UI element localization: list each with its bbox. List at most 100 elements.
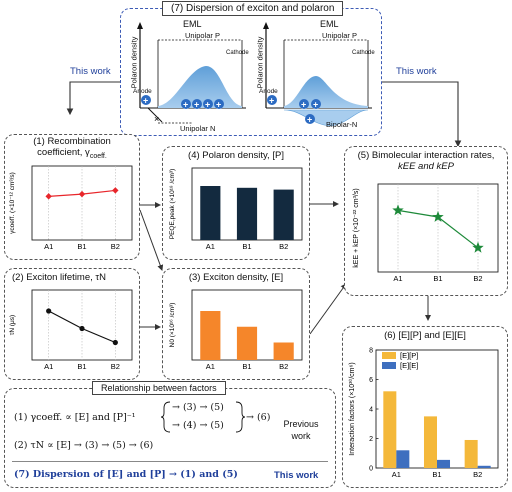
y-axis-label: kEE + kEP (×10⁻²² cm³/s) — [353, 188, 360, 267]
this-work-left-label: This work — [70, 66, 111, 77]
x-tick-label-b1: B1 — [242, 242, 251, 251]
relationship-row-2: (2) τN ∝ [E] → (3) → (5) → (6) — [14, 440, 154, 451]
bar-ep-b1 — [423, 416, 437, 468]
dispersion-panel-title: (7) Dispersion of exciton and polaron — [162, 1, 344, 16]
relationship-panel — [4, 388, 336, 488]
bimolecular-panel-title: (5) Bimolecular interaction rates, kEE a… — [357, 150, 495, 172]
bar-ep-b2 — [464, 439, 478, 468]
point-b2 — [112, 187, 119, 194]
this-work-bottom-label: This work — [274, 470, 319, 481]
y-tick-label: 6 — [369, 377, 373, 384]
left-cathode-label: Cathode — [226, 50, 249, 56]
y-axis-label: PEQE,peak (×10¹⁸ /cm³) — [169, 169, 176, 239]
right-eml-label: EML — [320, 19, 339, 29]
bar-b1 — [236, 187, 258, 240]
x-tick-label-a1: A1 — [44, 242, 53, 251]
right-cathode-label: Cathode — [352, 50, 375, 56]
recombination-chart: A1 B1 B2 γcoeff. (×10⁻¹² cm³/s) — [9, 165, 133, 251]
y-axis-label: Interaction factors (×10³⁰/cm⁶) — [348, 362, 356, 455]
relationship-row-1-prefix: (1) γcoeff. ∝ [E] and [P]⁻¹ — [14, 412, 136, 423]
relationship-branch-bracket — [160, 401, 171, 433]
left-unipolar-p-label: Unipolar P — [185, 31, 221, 40]
x-tick-label-b2: B2 — [279, 242, 288, 251]
relationship-row-1-branch-b: → (4) → (5) — [172, 420, 224, 431]
polaron-density-chart: A1 B1 B2 PEQE,peak (×10¹⁸ /cm³) — [169, 167, 303, 251]
x-tick-label-b1: B1 — [77, 242, 86, 251]
x-tick-label-b2: B2 — [111, 242, 120, 251]
hole-markers: + + + + + — [141, 95, 224, 110]
hole-markers: + + + + — [267, 95, 321, 125]
y-tick-label: 4 — [369, 407, 373, 414]
legend-label-ep: [E][P] — [400, 351, 418, 360]
y-axis-label: N0 (×10¹⁶ /cm³) — [169, 303, 176, 348]
relationship-divider — [12, 461, 328, 462]
exciton-density-panel-title: (3) Exciton density, [E] — [188, 272, 284, 283]
relationship-panel-title: Relationship between factors — [92, 381, 226, 395]
right-bipolar-n-label: Bipolar-N — [326, 120, 358, 129]
relationship-row-3: (7) Dispersion of [E] and [P] → (1) and … — [14, 469, 238, 480]
svg-text:+: + — [143, 96, 148, 106]
bimolecular-chart: A1 B1 B2 kEE + kEP (×10⁻²² cm³/s) — [353, 183, 499, 283]
bar-a1 — [200, 311, 221, 360]
bar-ee-b1 — [437, 459, 451, 468]
relationship-row-1-suffix: → (6) — [246, 412, 271, 423]
x-tick-label-b1: B1 — [433, 274, 442, 283]
svg-text:+: + — [183, 100, 188, 110]
legend-swatch-ep — [382, 352, 396, 359]
right-anode-label: Anode — [259, 88, 278, 95]
y-axis-label: γcoeff. (×10⁻¹² cm³/s) — [9, 172, 16, 234]
x-tick-label-a1: A1 — [393, 274, 402, 283]
bar-a1 — [200, 186, 221, 240]
interaction-factors-panel-title: (6) [E][P] and [E][E] — [384, 330, 466, 341]
polaron-density-panel-title: (4) Polaron density, [P] — [188, 150, 284, 161]
left-eml-label: EML — [183, 19, 202, 29]
y-tick-label: 2 — [369, 436, 373, 443]
relationship-row-1-branch-a: → (3) → (5) — [172, 402, 224, 413]
point-b2 — [472, 241, 484, 253]
bipolar-schematic: + + + + — [263, 22, 372, 127]
bar-ee-b2 — [477, 465, 491, 468]
bar-ee-a1 — [396, 450, 410, 468]
exciton-lifetime-chart: A1 B1 B2 τN (μs) — [9, 289, 133, 371]
legend-swatch-ee — [382, 362, 396, 369]
x-tick-label-b2: B2 — [279, 362, 288, 371]
exciton-lifetime-panel-title: (2) Exciton lifetime, τN — [12, 272, 107, 283]
y-tick-label: 0 — [369, 466, 373, 473]
point-a1 — [46, 308, 52, 314]
x-tick-label-b1: B1 — [242, 362, 251, 371]
x-tick-label-b1: B1 — [77, 362, 86, 371]
bar-b1 — [236, 326, 258, 360]
x-tick-label-a1: A1 — [206, 362, 215, 371]
svg-text:+: + — [307, 115, 312, 125]
point-b2 — [112, 339, 118, 346]
svg-text:+: + — [269, 96, 274, 106]
y-axis-label: τN (μs) — [9, 315, 16, 335]
bar-ep-a1 — [383, 391, 397, 468]
bar-b2 — [273, 189, 294, 240]
this-work-right-label: This work — [396, 66, 437, 77]
left-anode-label: Anode — [133, 88, 152, 95]
exciton-density-panel — [162, 268, 310, 380]
left-unipolar-n-label: Unipolar N — [180, 124, 216, 133]
x-tick-label-b2: B2 — [111, 362, 120, 371]
svg-text:+: + — [194, 100, 199, 110]
right-unipolar-p-label: Unipolar P — [322, 31, 358, 40]
x-tick-label-b1: B1 — [432, 470, 441, 479]
x-tick-label-a1: A1 — [44, 362, 53, 371]
x-tick-label-a1: A1 — [392, 470, 401, 479]
x-tick-label-a1: A1 — [206, 242, 215, 251]
relationship-branch-bracket-close — [235, 401, 246, 433]
bimolecular-panel — [344, 146, 508, 296]
recombination-panel — [4, 134, 140, 260]
x-tick-label-b2: B2 — [473, 274, 482, 283]
legend-label-ee: [E][E] — [400, 361, 418, 370]
point-a1 — [392, 204, 404, 216]
svg-text:+: + — [216, 100, 221, 110]
svg-text:×: × — [154, 114, 159, 124]
y-tick-label: 8 — [369, 348, 373, 355]
point-b1 — [78, 190, 86, 198]
previous-work-label: Previous work — [283, 419, 319, 441]
recombination-panel-title: (1) Recombination coefficient, γcoeff. — [33, 136, 111, 160]
